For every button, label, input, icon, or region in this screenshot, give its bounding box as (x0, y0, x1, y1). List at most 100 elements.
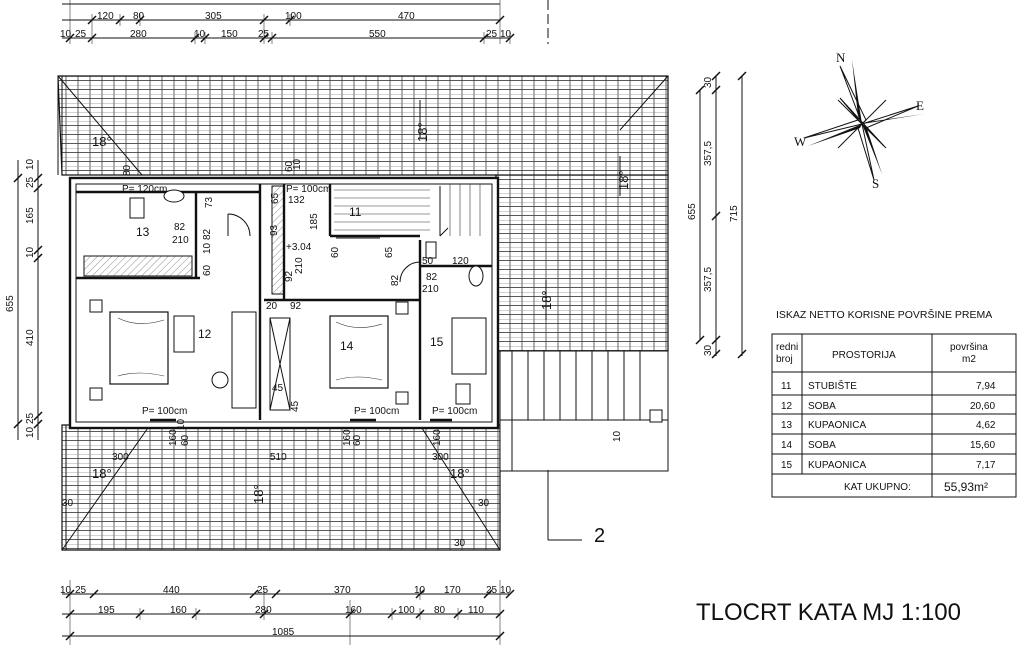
row-0-name: STUBIŠTE (808, 379, 857, 392)
area-table-title: ISKAZ NETTO KORISNE POVRŠINE PREMA (776, 308, 992, 321)
label-d210c: 210 (422, 284, 439, 295)
left-dim-2: 165 (25, 207, 36, 224)
label-d65b: 65 (384, 246, 395, 258)
top-dim-1-2: 305 (205, 11, 222, 22)
right-dim-3: 30 (703, 344, 714, 356)
left-total: 655 (5, 295, 16, 312)
bathroom-fixtures (129, 189, 487, 405)
top-dim-1-0: 120 (97, 11, 114, 22)
roof-angle-5: 18° (251, 484, 266, 504)
bottom-dim-1-7: 25 (486, 585, 498, 596)
bottom-dimension-chains: 10 25 440 25 370 10 170 25 10 195 160 28… (60, 580, 515, 645)
right-dim-1: 357,5 (703, 141, 714, 166)
label-d60d: 60 (180, 434, 191, 446)
label-p5: P= 100cm (432, 406, 477, 417)
right-dim-0: 30 (703, 76, 714, 88)
label-d60b: 60 (330, 246, 341, 258)
door-swings (150, 213, 452, 422)
label-d132: 132 (288, 195, 305, 206)
pergola (499, 350, 669, 472)
label-d10b: 10 (292, 158, 303, 170)
top-dimension-chains: 120 80 305 100 470 10 25 280 10 150 25 5… (60, 0, 515, 44)
bottom-dim-1-8: 10 (500, 585, 512, 596)
label-d82b: 82 (202, 228, 213, 240)
bottom-total: 1085 (272, 627, 295, 638)
label-d30c: 30 (454, 538, 466, 549)
right-total-0: 655 (687, 203, 698, 220)
label-d82a: 82 (174, 222, 186, 233)
label-d92a: 92 (284, 270, 295, 282)
room-11: 11 (349, 205, 362, 219)
section-cut-2: 2 (547, 0, 605, 547)
label-d50: 50 (422, 256, 434, 267)
row-2-area: 4,62 (976, 420, 996, 431)
label-d45b: 45 (290, 400, 301, 412)
compass-rose: N E S W (794, 50, 924, 191)
bottom-dim-2-4: 100 (398, 605, 415, 616)
bottom-dim-1-1: 25 (75, 585, 87, 596)
compass-n: N (836, 50, 846, 65)
label-d510: 510 (270, 452, 287, 463)
top-dim-2-3: 10 (194, 29, 206, 40)
label-p2: P= 100cm (286, 184, 331, 195)
top-dim-1-4: 470 (398, 11, 415, 22)
label-d185: 185 (309, 213, 320, 230)
row-3-name: SOBA (808, 440, 836, 451)
label-d160a: 160 (168, 429, 179, 446)
label-d80: 80 (122, 164, 133, 176)
area-table: ISKAZ NETTO KORISNE POVRŠINE PREMA redni… (771, 308, 1017, 498)
row-4-area: 7,17 (976, 460, 996, 471)
label-d30b: 30 (478, 498, 490, 509)
row-0-area: 7,94 (976, 381, 996, 392)
label-d210a: 210 (172, 235, 189, 246)
row-1-no: 12 (781, 401, 793, 412)
compass-s: S (872, 176, 879, 191)
top-dim-1-1: 80 (133, 11, 145, 22)
left-dim-6: 25 (25, 412, 36, 424)
row-3-area: 15,60 (970, 440, 995, 451)
bottom-dim-2-1: 160 (170, 605, 187, 616)
bottom-dim-2-6: 110 (468, 605, 484, 616)
top-dim-2-1: 25 (75, 29, 87, 40)
col-area-1: površina (950, 342, 988, 353)
label-d10a: 10 (202, 242, 213, 254)
label-d10c: 10 (176, 418, 187, 430)
bottom-dim-2-3: 160 (345, 605, 362, 616)
drawing-title: TLOCRT KATA MJ 1:100 (696, 599, 961, 626)
label-d120: 120 (452, 256, 469, 267)
bottom-dim-2-5: 80 (434, 605, 446, 616)
label-stair-level: +3.04 (286, 242, 312, 253)
col-no-2: broj (776, 354, 793, 365)
bottom-dim-1-0: 10 (60, 585, 72, 596)
label-d60c: 60 (284, 160, 295, 172)
right-dim-2: 357,5 (703, 267, 714, 292)
top-dim-2-7: 25 (486, 29, 498, 40)
interior-labels: P= 120cm P= 100cm P= 100cm P= 100cm P= 1… (62, 158, 623, 549)
label-d45a: 45 (272, 383, 284, 394)
top-dim-2-5: 25 (258, 29, 270, 40)
bed-room-14 (329, 301, 409, 405)
label-p1: P= 120cm (122, 184, 167, 195)
label-d160c: 160 (432, 429, 443, 446)
roof-angle-1: 18° (415, 122, 430, 142)
label-d82d: 82 (390, 274, 401, 286)
label-d60a: 60 (202, 264, 213, 276)
label-d300a: 300 (112, 452, 129, 463)
compass-w: W (794, 134, 807, 149)
bottom-dim-1-3: 25 (257, 585, 269, 596)
top-dim-2-2: 280 (130, 29, 147, 40)
top-dim-1-3: 100 (285, 11, 302, 22)
row-1-name: SOBA (808, 401, 836, 412)
roof-angle-3: 18° (616, 170, 631, 190)
total-value: 55,93m² (944, 480, 988, 494)
right-dimension-chains: 30 357,5 357,5 30 655 715 (687, 71, 747, 359)
top-dim-2-4: 150 (221, 29, 238, 40)
right-total-1: 715 (729, 205, 740, 222)
room-12: 12 (198, 327, 212, 341)
top-dim-2-0: 10 (60, 29, 72, 40)
col-room: PROSTORIJA (832, 350, 896, 361)
col-area-2: m2 (962, 354, 976, 365)
bottom-dim-1-5: 10 (414, 585, 426, 596)
roof-tiles (57, 75, 669, 551)
